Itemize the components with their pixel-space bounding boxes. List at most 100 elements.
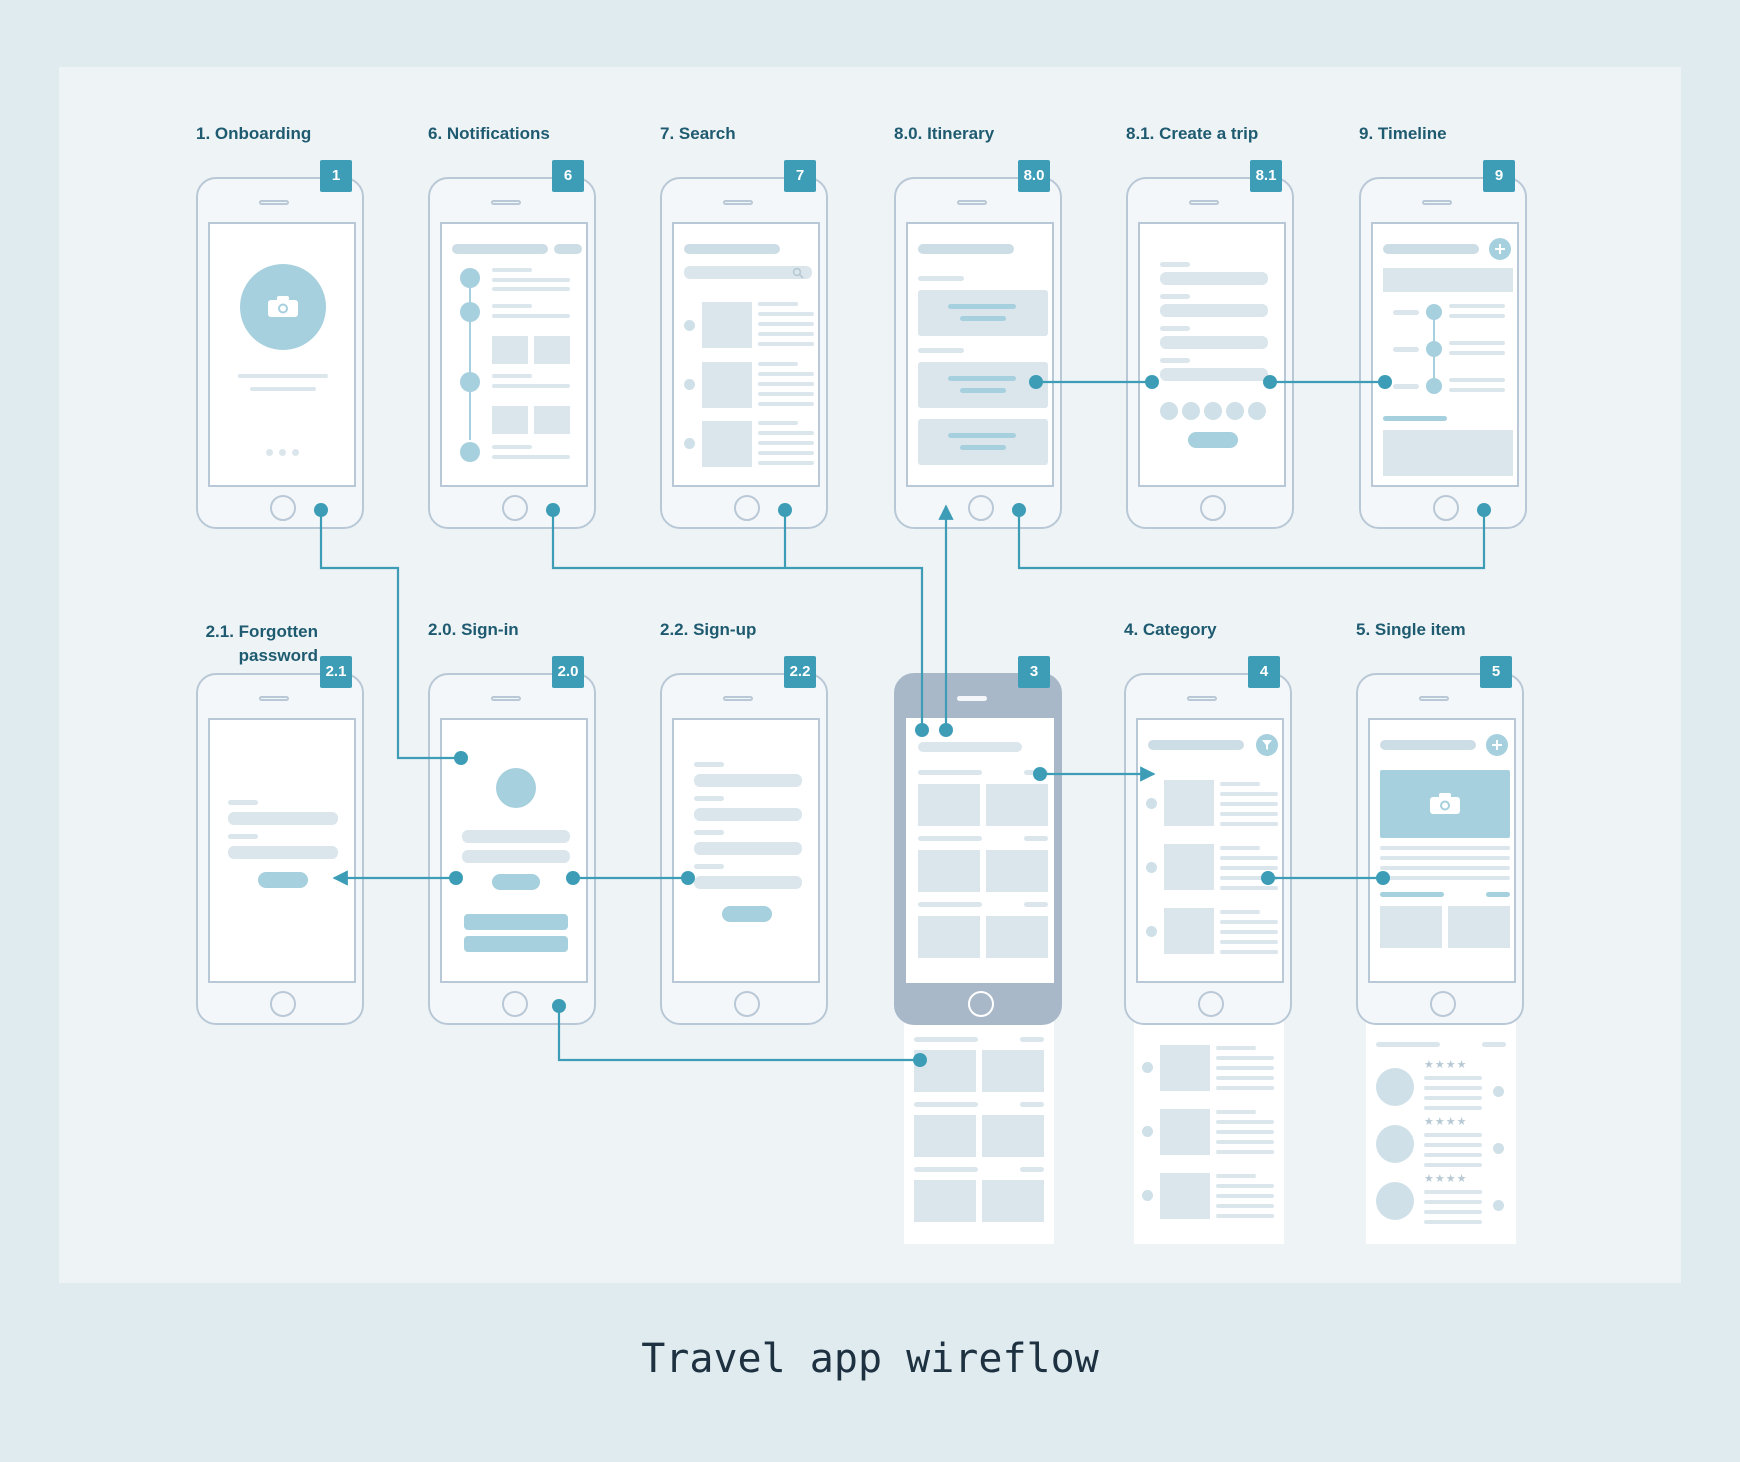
see-all-link[interactable] (1486, 892, 1510, 897)
field-label (228, 800, 258, 805)
home-button[interactable] (1430, 991, 1456, 1017)
trip-card[interactable] (918, 419, 1048, 465)
home-button[interactable] (734, 495, 760, 521)
content-tile[interactable] (986, 784, 1048, 826)
see-all-link[interactable] (1024, 902, 1048, 907)
home-button[interactable] (270, 991, 296, 1017)
section-label (914, 1037, 978, 1042)
field-label (228, 834, 258, 839)
review-action[interactable] (1493, 1143, 1504, 1154)
result-thumb (702, 362, 752, 408)
sign-in-button[interactable] (492, 874, 540, 890)
screen-itinerary (906, 222, 1054, 487)
companion-avatar[interactable] (1226, 402, 1244, 420)
text-line (758, 332, 814, 336)
phone-sign-up[interactable]: 2.2 (660, 656, 828, 1025)
phone-search[interactable]: 7 (660, 160, 828, 529)
companion-avatar[interactable] (1204, 402, 1222, 420)
home-button[interactable] (968, 495, 994, 521)
content-tile[interactable] (918, 784, 980, 826)
review-action[interactable] (1493, 1200, 1504, 1211)
search-field[interactable] (684, 266, 812, 279)
create-trip-button[interactable] (1188, 432, 1238, 448)
see-all-link[interactable] (1024, 770, 1048, 775)
result-thumb (1160, 1109, 1210, 1155)
filter-button[interactable] (1256, 734, 1278, 756)
form-field[interactable] (228, 846, 338, 859)
pager-dot (279, 449, 286, 456)
companion-avatar[interactable] (1182, 402, 1200, 420)
content-tile[interactable] (982, 1180, 1044, 1222)
home-button[interactable] (734, 991, 760, 1017)
form-field[interactable] (694, 876, 802, 889)
text-line (1220, 822, 1278, 826)
text-line (1220, 930, 1278, 934)
content-tile[interactable] (914, 1180, 976, 1222)
content-tile[interactable] (982, 1050, 1044, 1092)
review-action[interactable] (1493, 1086, 1504, 1097)
companion-avatar[interactable] (1248, 402, 1266, 420)
trip-card[interactable] (918, 362, 1048, 408)
add-button[interactable] (1486, 734, 1508, 756)
phone-sign-in[interactable]: 2.0 (428, 656, 596, 1025)
phone-create-trip[interactable]: 8.1 (1126, 160, 1294, 529)
add-button[interactable] (1489, 238, 1511, 260)
phone-speaker (957, 696, 987, 701)
content-tile[interactable] (982, 1115, 1044, 1157)
content-tile[interactable] (986, 916, 1048, 958)
phone-notifications[interactable]: 6 (428, 160, 596, 529)
password-field[interactable] (462, 850, 570, 863)
email-field[interactable] (228, 812, 338, 825)
phone-category[interactable]: 4 (1124, 656, 1292, 1025)
home-button[interactable] (1200, 495, 1226, 521)
companion-avatar[interactable] (1160, 402, 1178, 420)
form-field[interactable] (1160, 336, 1268, 349)
social-login-button[interactable] (464, 936, 568, 952)
see-all-link[interactable] (1024, 836, 1048, 841)
text-line (492, 374, 532, 378)
see-all-link (1020, 1167, 1044, 1172)
timeline-node (1426, 341, 1442, 357)
text-line (1380, 876, 1510, 880)
timeline-card[interactable] (1383, 430, 1513, 476)
reset-button[interactable] (258, 872, 308, 888)
phone-itinerary[interactable]: 8.0 (894, 160, 1062, 529)
form-field[interactable] (694, 774, 802, 787)
form-field[interactable] (694, 842, 802, 855)
image-thumb (492, 336, 528, 364)
form-field[interactable] (1160, 304, 1268, 317)
sign-up-button[interactable] (722, 906, 772, 922)
home-button[interactable] (1433, 495, 1459, 521)
related-tile[interactable] (1448, 906, 1510, 948)
social-login-button[interactable] (464, 914, 568, 930)
related-tile[interactable] (1380, 906, 1442, 948)
phone-home[interactable]: 3 (894, 656, 1062, 1025)
content-tile[interactable] (914, 1115, 976, 1157)
form-field[interactable] (694, 808, 802, 821)
text-line (492, 314, 570, 318)
home-button[interactable] (968, 991, 994, 1017)
phone-onboarding[interactable]: 1 (196, 160, 364, 529)
phone-timeline[interactable]: 9 (1359, 160, 1527, 529)
content-tile[interactable] (918, 916, 980, 958)
form-field[interactable] (1160, 272, 1268, 285)
content-tile[interactable] (914, 1050, 976, 1092)
home-button[interactable] (502, 495, 528, 521)
home-button[interactable] (1198, 991, 1224, 1017)
trip-card[interactable] (918, 290, 1048, 336)
screen-single-item (1368, 718, 1516, 983)
phone-single-item[interactable]: 5 (1356, 656, 1524, 1025)
content-tile[interactable] (986, 850, 1048, 892)
badge-home: 3 (1018, 656, 1050, 688)
content-tile[interactable] (918, 850, 980, 892)
phone-speaker (1189, 200, 1219, 205)
text-line (1220, 782, 1260, 786)
home-button[interactable] (502, 991, 528, 1017)
username-field[interactable] (462, 830, 570, 843)
screen-title-forgotten-password: 2.1. Forgotten password (205, 622, 318, 665)
home-button[interactable] (270, 495, 296, 521)
form-field[interactable] (1160, 368, 1268, 381)
phone-forgotten-password[interactable]: 2.1 (196, 656, 364, 1025)
screen-search (672, 222, 820, 487)
home-scroll-extension (904, 1020, 1054, 1244)
